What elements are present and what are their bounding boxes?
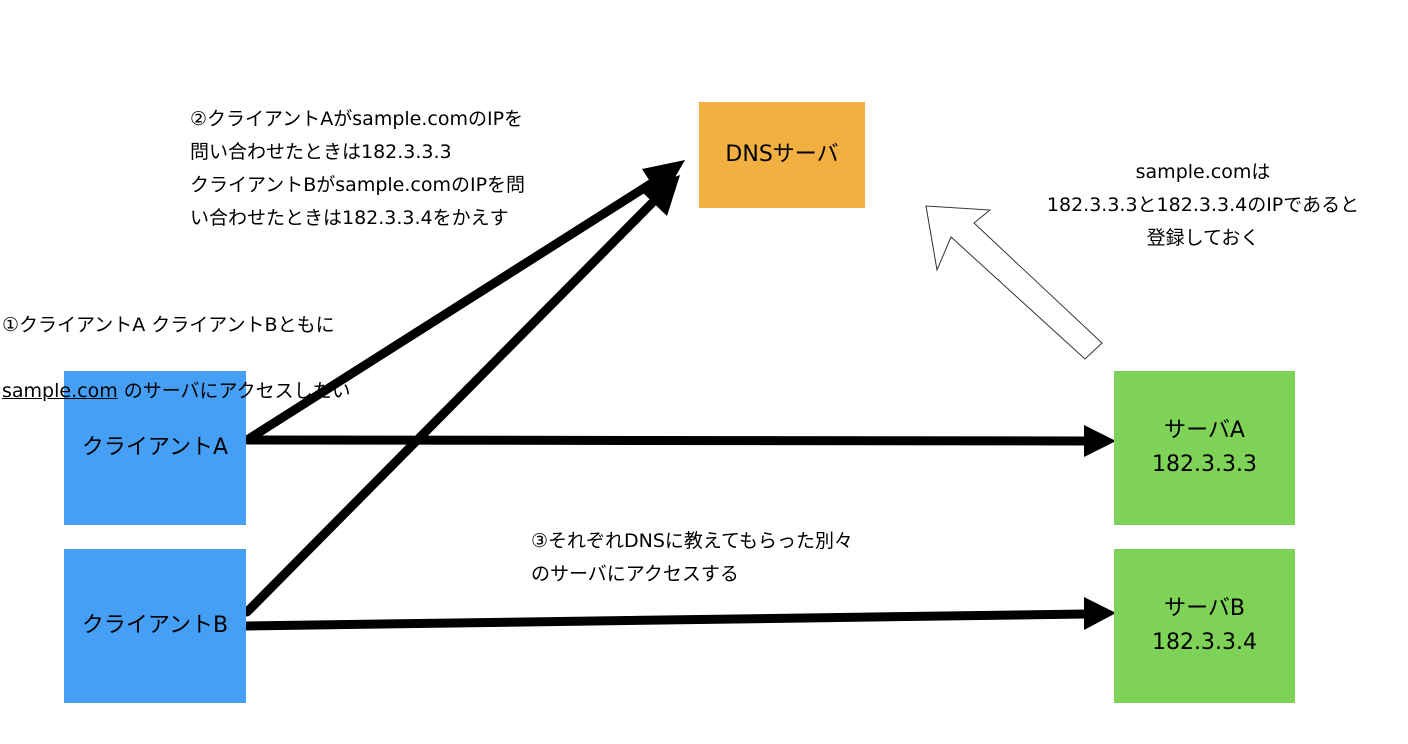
server-b-box: サーバB 182.3.3.4 (1114, 549, 1295, 703)
client-b-label: クライアントB (81, 613, 229, 638)
client-a-label: クライアントA (81, 435, 229, 460)
client-b-box: クライアントB (64, 549, 246, 703)
server-a-label: サーバA 182.3.3.3 (1152, 418, 1257, 477)
register-hollow-arrow (925, 205, 1103, 360)
sample-com-link[interactable]: sample.com (2, 380, 118, 402)
step-1-line-1: ①クライアントA クライアントBともに (2, 314, 335, 336)
step-1-line-2: のサーバにアクセスしたい (117, 380, 351, 402)
dns-server-box: DNSサーバ (699, 102, 865, 208)
arrow-client-a-to-dns-shaft (242, 178, 657, 445)
server-b-label: サーバB 182.3.3.4 (1152, 596, 1257, 655)
register-note: sample.comは 182.3.3.3と182.3.3.4のIPであると 登… (1003, 123, 1403, 255)
arrow-client-b-to-server-b-shaft (244, 609, 1087, 631)
step-1-note: ①クライアントA クライアントBともに sample.com のサーバにアクセス… (2, 276, 422, 408)
arrow-client-a-to-server-a-shaft (246, 435, 1087, 446)
register-text: sample.comは 182.3.3.3と182.3.3.4のIPであると 登… (1046, 161, 1360, 249)
step-3-note: ③それぞれDNSに教えてもらった別々 のサーバにアクセスする (531, 492, 931, 591)
step-2-text: ②クライアントAがsample.comのIPを 問い合わせたときは182.3.3… (190, 108, 526, 229)
server-a-box: サーバA 182.3.3.3 (1114, 371, 1295, 525)
dns-server-label: DNSサーバ (725, 142, 839, 167)
arrow-client-a-to-server-a-head (1084, 425, 1116, 457)
client-a-box: クライアントA (64, 371, 246, 525)
step-3-text: ③それぞれDNSに教えてもらった別々 のサーバにアクセスする (531, 530, 854, 585)
step-2-note: ②クライアントAがsample.comのIPを 問い合わせたときは182.3.3… (190, 70, 600, 235)
arrow-client-b-to-dns-head (640, 175, 680, 216)
arrow-client-a-to-dns-head (642, 160, 685, 200)
arrow-client-b-to-server-b-head (1084, 597, 1116, 630)
arrow-client-b-to-dns-shaft (242, 198, 657, 617)
